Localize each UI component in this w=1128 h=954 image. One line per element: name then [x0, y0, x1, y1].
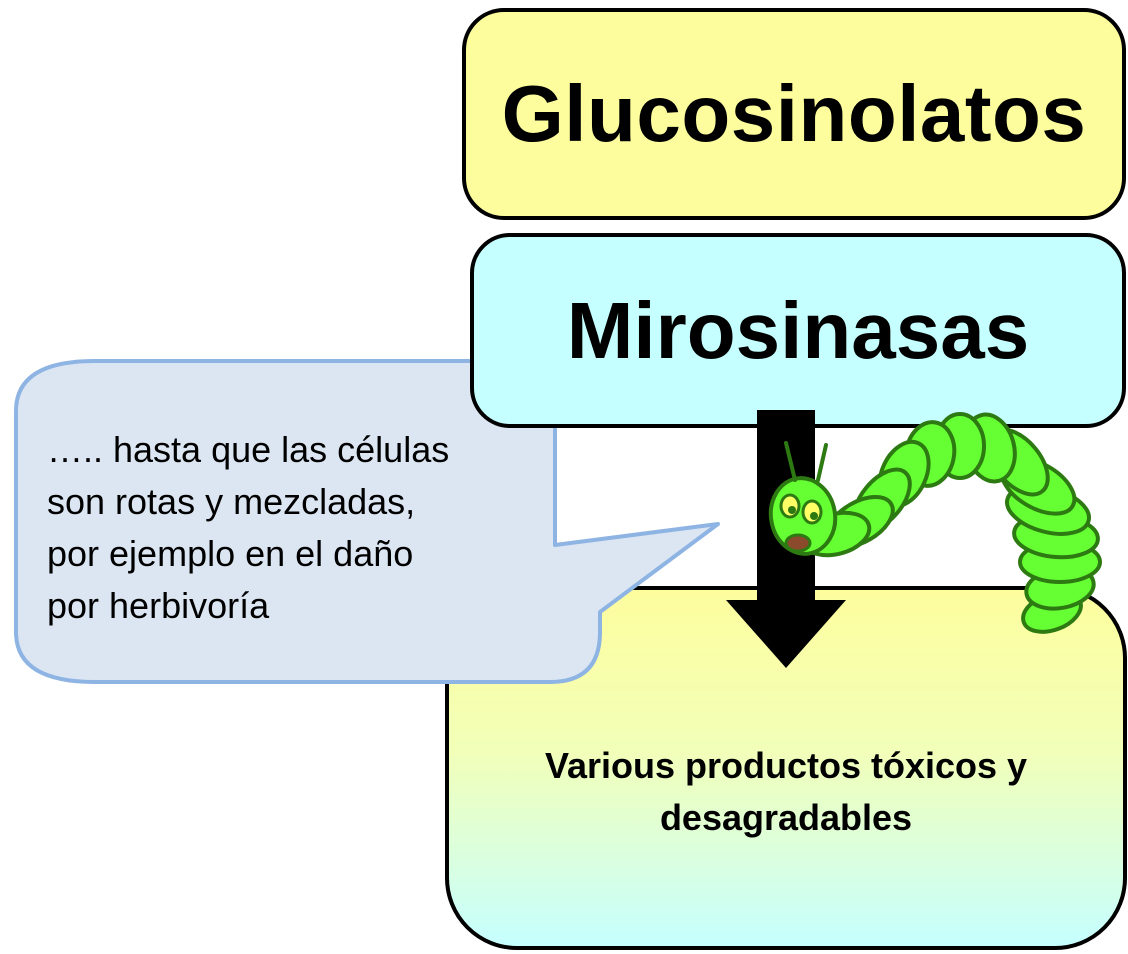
caterpillar-pupil [810, 512, 818, 520]
callout-line-1: ….. hasta que las células [47, 429, 450, 470]
mirosinasas-label: Mirosinasas [566, 285, 1030, 375]
caterpillar-segment [800, 510, 872, 558]
callout-line-4: por herbivoría [47, 585, 270, 626]
toxic-products-label: Various productos tóxicos y desagradable… [544, 745, 1028, 838]
caterpillar-segment [1005, 484, 1091, 536]
caterpillar-segment [825, 495, 895, 549]
glucosinolatos-label: Glucosinolatos [501, 69, 1087, 158]
caterpillar-segment [1018, 540, 1102, 584]
caterpillar-eye [801, 499, 823, 525]
caterpillar-mouth [784, 533, 812, 553]
caterpillar-segment [986, 427, 1050, 497]
callout-text: ….. hasta que las células son rotas y me… [47, 424, 567, 632]
caterpillar-head [768, 476, 838, 556]
caterpillar-pupil [788, 506, 796, 514]
caterpillar-antenna [816, 443, 828, 482]
mirosinasas-box: Mirosinasas [470, 233, 1126, 428]
caterpillar-segment [999, 456, 1077, 516]
callout-line-2: son rotas y mezcladas, [47, 481, 416, 522]
caterpillar-segment [852, 467, 912, 533]
toxic-products-box: Various productos tóxicos y desagradable… [445, 586, 1127, 950]
caterpillar-segment [903, 420, 957, 488]
glucosinolatos-box: Glucosinolatos [462, 8, 1126, 220]
callout-line-3: por ejemplo en el daño [47, 533, 414, 574]
caterpillar-segment [1012, 512, 1100, 560]
caterpillar-segment [877, 439, 931, 509]
caterpillar-antenna [784, 441, 797, 482]
caterpillar-eye [779, 493, 801, 519]
